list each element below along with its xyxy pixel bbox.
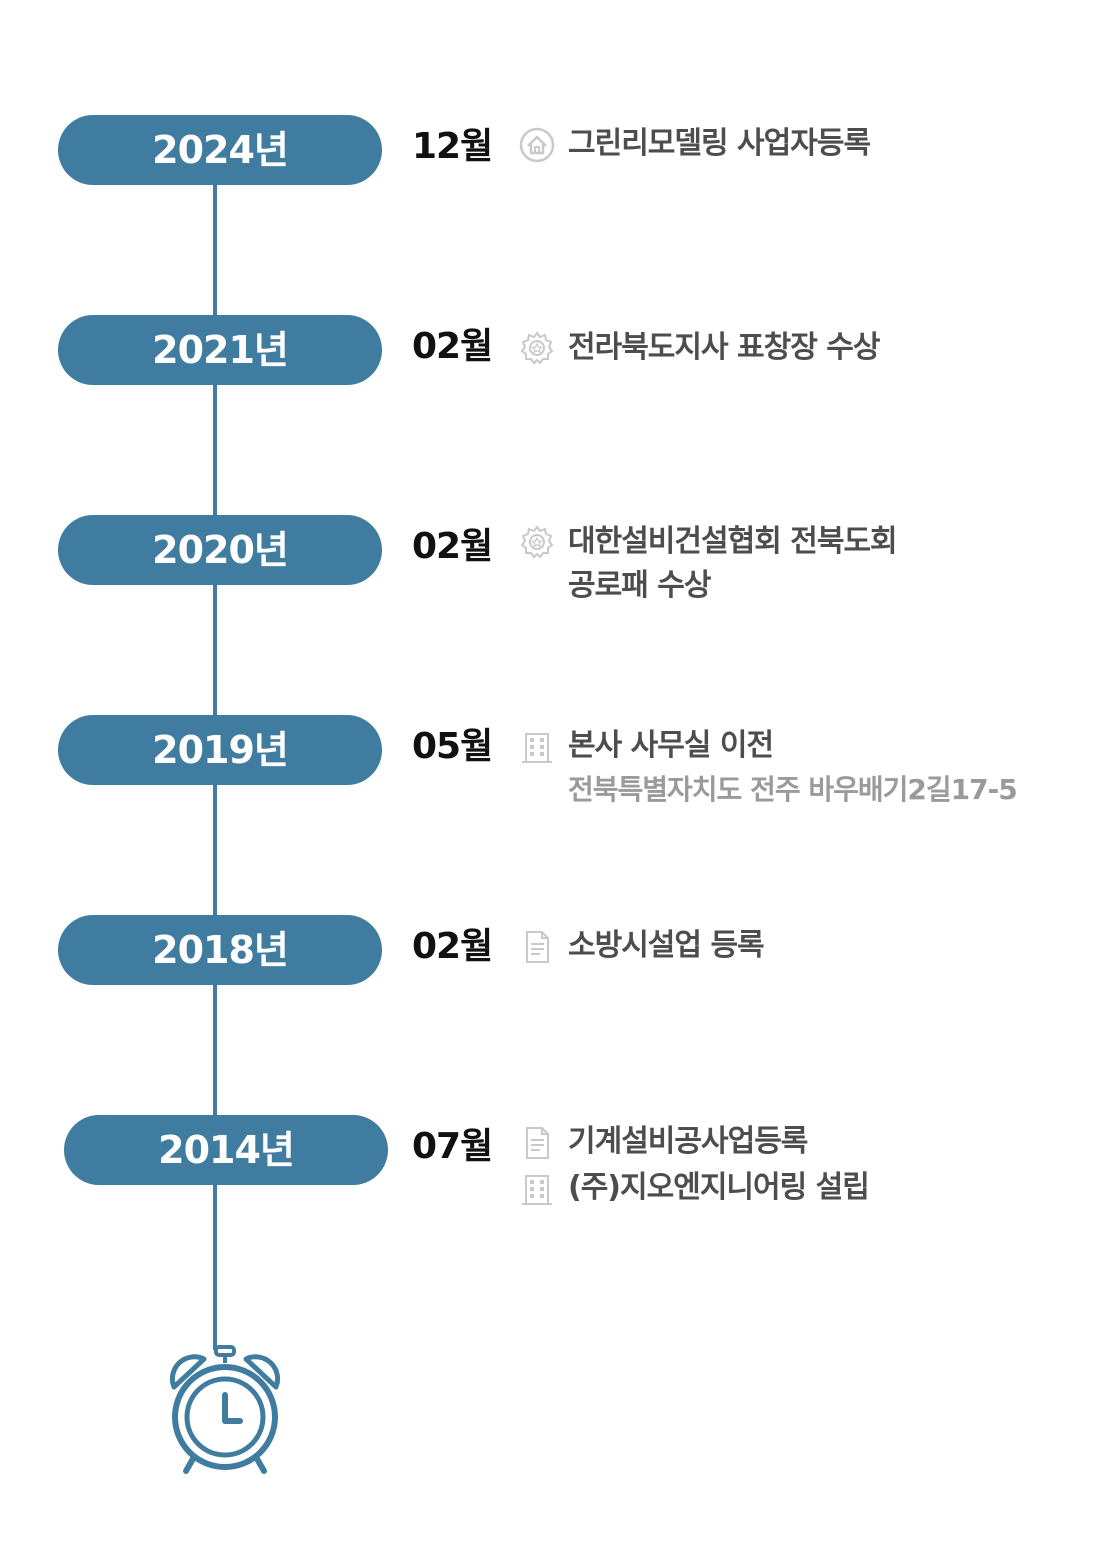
year-pill: 2024년	[58, 115, 382, 185]
year-pill: 2018년	[58, 915, 382, 985]
year-pill: 2020년	[58, 515, 382, 585]
award-icon	[518, 524, 556, 562]
month-label: 02월	[412, 326, 493, 367]
timeline-entry: 2018년 02월 소방시설업 등록	[0, 915, 1100, 1015]
document-icon	[518, 1124, 556, 1162]
timeline-entry: 2019년 05월 본사 사무실 이전 전북특별자치도 전주 바우배기2길17-…	[0, 715, 1100, 815]
entry-text: 대한설비건설협회 전북도회	[568, 524, 898, 559]
alarm-clock-icon	[160, 1345, 290, 1485]
month-label: 05월	[412, 726, 493, 767]
entry-text: (주)지오엔지니어링 설립	[568, 1170, 870, 1205]
year-pill: 2014년	[64, 1115, 388, 1185]
month-label: 02월	[412, 926, 493, 967]
entry-text: 본사 사무실 이전	[568, 728, 774, 763]
entry-text: 전라북도지사 표창장 수상	[568, 330, 880, 365]
timeline-entry: 2014년 07월 기계설비공사업등록	[0, 1115, 1100, 1215]
document-icon	[518, 928, 556, 966]
year-pill: 2021년	[58, 315, 382, 385]
year-pill: 2019년	[58, 715, 382, 785]
month-label: 02월	[412, 526, 493, 567]
timeline-entry: 2021년 02월 전라북도지사 표창장 수상	[0, 315, 1100, 415]
month-label: 07월	[412, 1126, 493, 1167]
timeline-entry: 2024년 12월 그린리모델링 사업자등록	[0, 115, 1100, 215]
award-icon	[518, 330, 556, 368]
entry-address: 전북특별자치도 전주 바우배기2길17-5	[568, 773, 1018, 806]
house-icon	[518, 126, 556, 164]
entry-text: 그린리모델링 사업자등록	[568, 126, 871, 161]
building-icon	[518, 1170, 556, 1208]
month-label: 12월	[412, 126, 493, 167]
entry-text: 소방시설업 등록	[568, 928, 765, 963]
entry-text: 공로패 수상	[568, 568, 711, 603]
timeline-entry: 2020년 02월 대한설비건설협회 전북도회 공로패 수상	[0, 515, 1100, 615]
building-icon	[518, 728, 556, 766]
entry-text: 기계설비공사업등록	[568, 1124, 808, 1159]
